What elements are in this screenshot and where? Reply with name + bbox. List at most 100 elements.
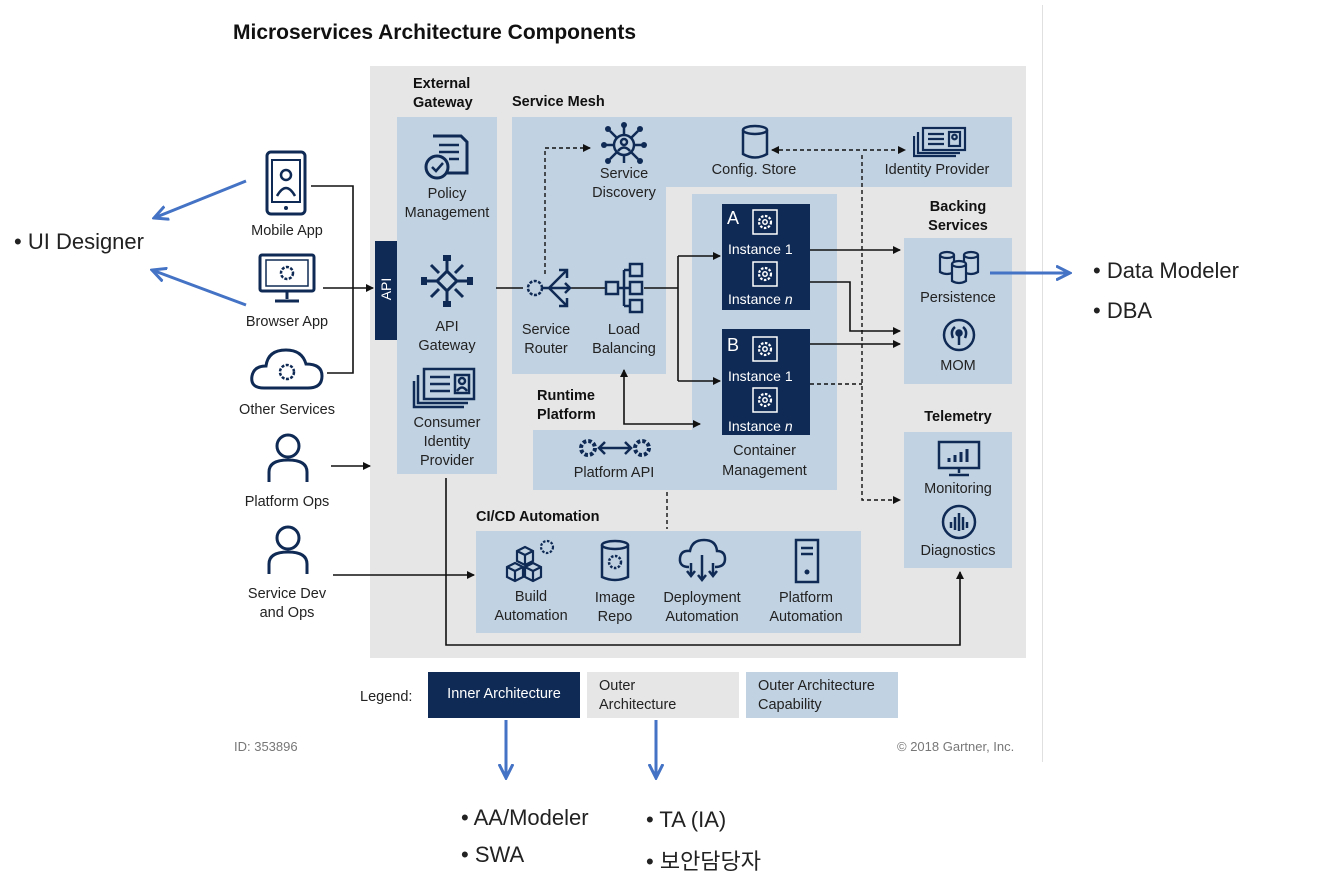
monitoring-screen-icon [937,440,981,477]
telemetry-title: Telemetry [924,409,992,425]
build-automation-label-2: Automation [494,608,568,624]
annotation-security-text: 보안담당자 [659,849,762,874]
deployment-automation-label-1: Deployment [663,590,741,606]
diagnostics-icon [941,504,977,540]
instance-bn-gear-icon [752,387,778,413]
consumer-identity-label-3: Provider [420,453,474,469]
mobile-app-icon [265,150,307,216]
annotation-data-modeler-text: Data Modeler [1106,258,1239,283]
config-store-cylinder-icon [741,124,769,159]
legend-capability-label-2: Capability [758,697,822,713]
cloud-gear-icon [250,348,324,390]
api-gateway-hub-icon [421,255,473,307]
persistence-db-icon [938,250,980,285]
backing-services-title-2: Services [928,218,988,234]
service-mesh-title: Service Mesh [512,94,605,110]
cicd-title: CI/CD Automation [476,509,600,525]
persistence-label: Persistence [920,290,996,306]
runtime-platform-title-2: Platform [537,407,596,423]
mom-broadcast-icon [942,318,976,352]
annotation-aa-modeler-text: AA/Modeler [473,805,589,830]
identity-provider-card-icon [913,126,967,158]
image-repo-icon [600,539,630,582]
service-discovery-label-2: Discovery [592,185,656,201]
legend-outer-swatch: Outer Architecture [587,672,739,718]
annotation-aa-modeler: • AA/Modeler [461,805,589,830]
instance-a1-gear-icon [752,209,778,235]
annotation-ta: • TA (IA) [646,807,727,832]
platform-automation-label-1: Platform [779,590,833,606]
service-router-label-1: Service [521,322,571,338]
platform-automation-label-2: Automation [769,609,843,625]
platform-ops-label: Platform Ops [244,494,330,510]
external-gateway-title-1: External [413,76,471,92]
annotation-security: • 보안담당자 [646,849,762,874]
container-a-letter: A [727,208,740,228]
copyright: © 2018 Gartner, Inc. [897,739,1015,754]
container-a [722,204,810,310]
deployment-cloud-icon [678,538,727,583]
runtime-platform-title-1: Runtime [537,388,595,404]
other-services-label: Other Services [239,402,335,418]
deployment-automation-label-2: Automation [665,609,739,625]
runtime-platform-panel [533,430,692,490]
service-mesh-left-panel [512,187,666,374]
load-balancing-icon [604,262,644,314]
config-store-label: Config. Store [711,162,797,178]
annotation-ui-designer-text: UI Designer [27,229,144,254]
annotation-ui-designer: • UI Designer [14,229,144,254]
diagnostics-label: Diagnostics [920,543,996,559]
instance-an-prefix: Instance [728,291,781,307]
browser-app-icon [258,253,316,303]
instance-an-gear-icon [752,261,778,287]
platform-api-gears-icon [579,439,651,457]
backing-services-title-1: Backing [929,199,987,215]
annotation-swa: • SWA [461,842,525,867]
consumer-identity-card-icon [412,367,476,409]
browser-app-label: Browser App [245,314,329,330]
platform-server-icon [794,538,820,584]
legend-capability-label-1: Outer Architecture [758,678,875,694]
legend-inner-label: Inner Architecture [447,686,561,702]
policy-document-icon [424,134,469,180]
service-router-icon [526,268,572,308]
identity-provider-label: Identity Provider [884,162,990,178]
legend-outer-label-2: Architecture [599,697,677,713]
load-balancing-label-1: Load [607,322,641,338]
container-management-label-1: Container [733,443,796,459]
image-repo-label-1: Image [594,590,636,606]
legend-capability-swatch: Outer Architecture Capability [746,672,898,718]
legend-outer-label-1: Outer [599,678,636,694]
legend-label: Legend: [360,689,413,705]
instance-bn-prefix: Instance [728,418,781,434]
instance-an-label: Instance n [728,290,793,308]
legend-inner-swatch: Inner Architecture [428,672,580,718]
instance-b1-label: Instance 1 [728,368,793,384]
instance-b1-gear-icon [752,336,778,362]
annotation-swa-text: SWA [474,842,525,867]
api-tab: API [375,241,397,340]
instance-an-suffix: n [784,291,793,307]
instance-bn-label: Instance n [728,417,793,435]
build-automation-icon [505,539,555,583]
mobile-app-label: Mobile App [251,223,323,239]
api-gateway-label-2: Gateway [418,338,476,354]
mom-label: MOM [940,358,976,374]
build-automation-label-1: Build [514,589,548,605]
service-dev-person-icon [267,525,309,574]
service-router-label-2: Router [524,341,568,357]
platform-ops-person-icon [267,433,309,482]
policy-management-label-2: Management [404,205,490,221]
api-gateway-label-1: API [435,319,459,335]
external-gateway-title-2: Gateway [413,95,473,111]
container-management-label-2: Management [722,463,807,479]
annotation-dba-text: DBA [1106,298,1153,323]
policy-management-label-1: Policy [427,186,467,202]
figure-id: ID: 353896 [234,739,298,754]
service-discovery-label-1: Service [599,166,649,182]
annotation-ta-text: TA (IA) [659,807,727,832]
consumer-identity-label-2: Identity [423,434,471,450]
service-discovery-icon [601,122,647,164]
service-dev-label-2: and Ops [259,605,315,621]
